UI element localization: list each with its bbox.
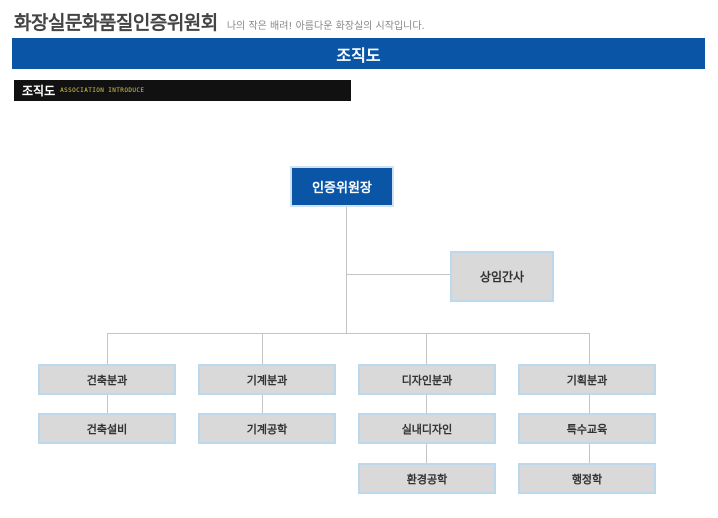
connector-col1-drop (107, 333, 108, 365)
org-box-building-facilities: 건축설비 (38, 413, 176, 444)
org-box-chairman: 인증위원장 (290, 166, 394, 207)
section-title: 조직도 (22, 84, 56, 98)
connector-col4-sub2 (589, 444, 590, 464)
section-subtitle: ASSOCIATION INTRODUCE (60, 87, 145, 94)
connector-col1-sub (107, 394, 108, 414)
connector-col2-sub (262, 394, 263, 414)
org-box-special-education: 특수교육 (518, 413, 656, 444)
org-box-interior-design: 실내디자인 (358, 413, 496, 444)
connector-divisions-horizontal (107, 333, 590, 334)
connector-col4-sub (589, 394, 590, 414)
org-box-division-mechanical: 기계분과 (198, 364, 336, 395)
connector-col3-drop (426, 333, 427, 365)
org-box-public-administration: 행정학 (518, 463, 656, 494)
connector-col2-drop (262, 333, 263, 365)
page-title: 조직도 (336, 45, 381, 65)
site-header: 화장실문화품질인증위원회 나의 작은 배려! 아름다운 화장실의 시작입니다. (14, 8, 425, 35)
org-box-secretary: 상임간사 (450, 251, 554, 302)
site-title: 화장실문화품질인증위원회 (14, 12, 218, 34)
site-tagline: 나의 작은 배려! 아름다운 화장실의 시작입니다. (226, 21, 425, 32)
org-box-division-design: 디자인분과 (358, 364, 496, 395)
org-box-division-architecture: 건축분과 (38, 364, 176, 395)
org-box-mechanical-engineering: 기계공학 (198, 413, 336, 444)
connector-top-vertical (346, 206, 347, 333)
connector-staff-horizontal (346, 274, 450, 275)
connector-col3-sub (426, 394, 427, 414)
section-label: 조직도 ASSOCIATION INTRODUCE (14, 80, 351, 101)
org-box-environmental-engineering: 환경공학 (358, 463, 496, 494)
connector-col3-sub2 (426, 444, 427, 464)
connector-col4-drop (589, 333, 590, 365)
org-box-division-planning: 기획분과 (518, 364, 656, 395)
page-title-banner: 조직도 (12, 38, 705, 69)
